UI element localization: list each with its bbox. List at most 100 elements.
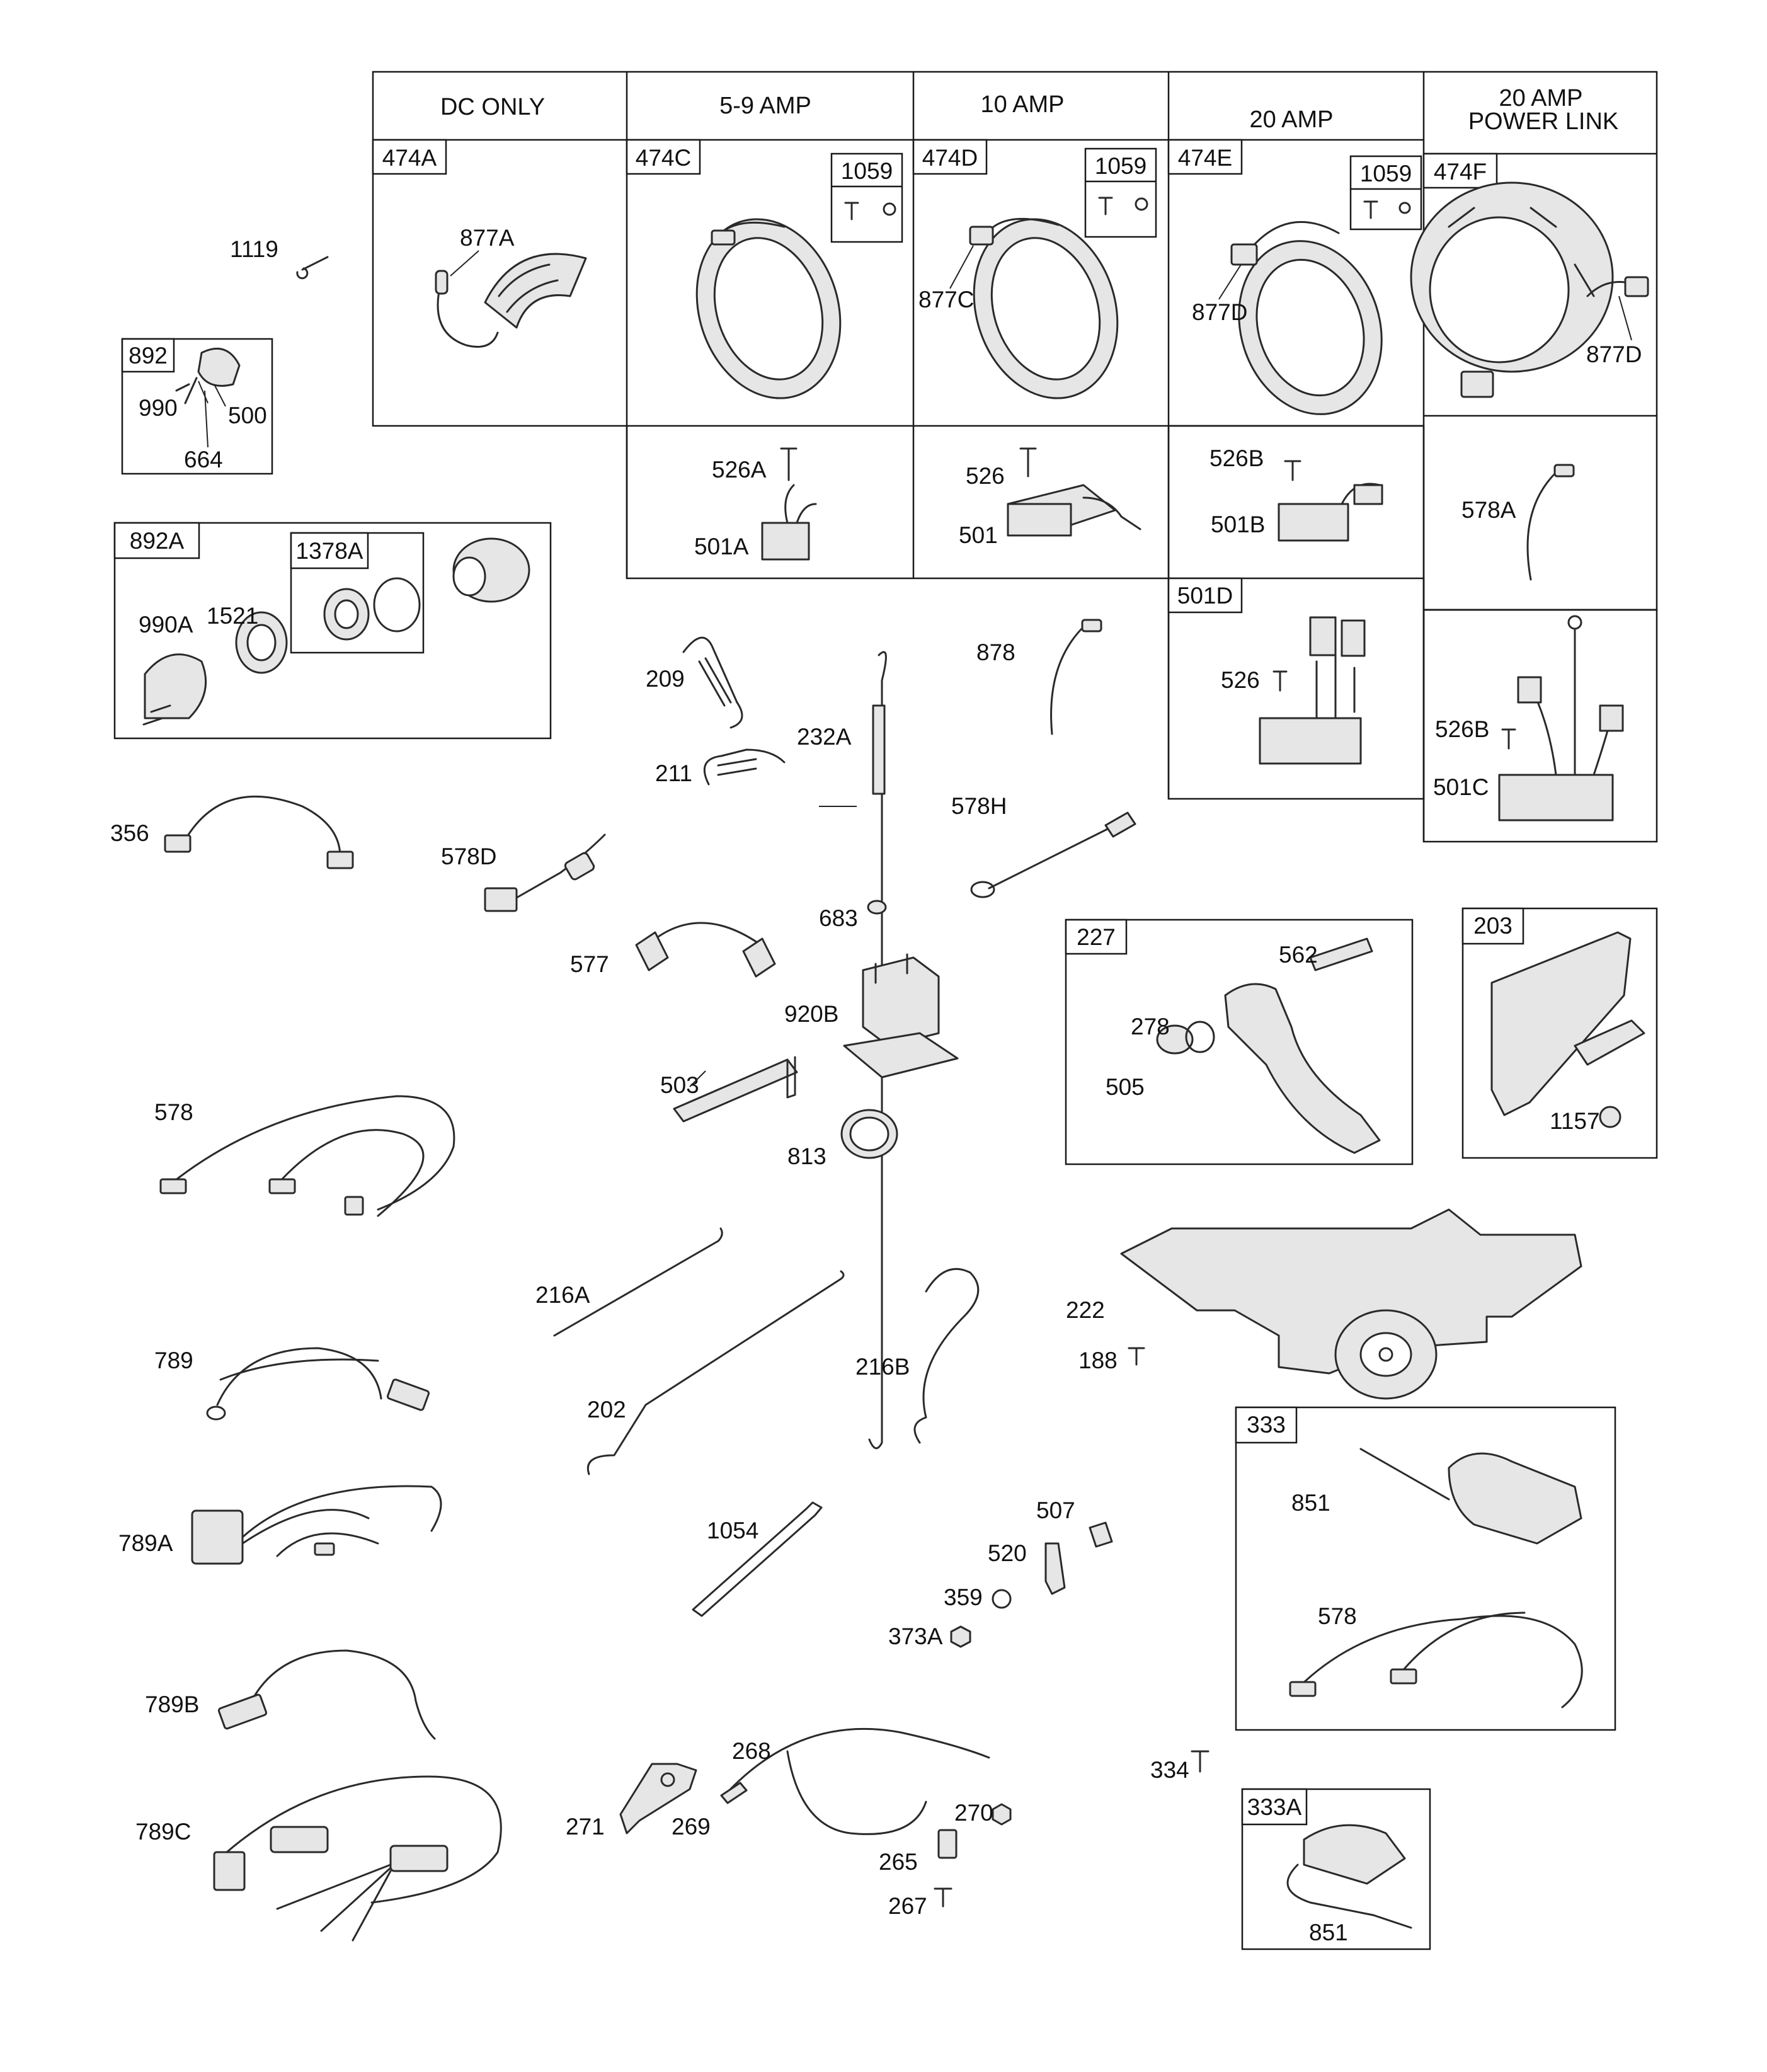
bracket-503-clamp-813	[673, 1056, 898, 1159]
screw-1119	[296, 256, 329, 280]
label-878: 878	[976, 639, 1015, 665]
tab-1059-c: 1059	[1360, 161, 1412, 186]
tab-892a: 892A	[130, 528, 185, 554]
label-990a: 990A	[139, 612, 193, 638]
rods-drawing	[553, 1227, 980, 1475]
label-505: 505	[1106, 1074, 1145, 1100]
label-268: 268	[732, 1738, 771, 1764]
connector-578d	[484, 833, 606, 912]
regulators-drawing	[761, 447, 1575, 581]
label-269: 269	[672, 1814, 711, 1840]
label-267: 267	[888, 1893, 927, 1919]
label-334: 334	[1150, 1757, 1189, 1783]
tab-333: 333	[1247, 1412, 1286, 1438]
regulators-lower-drawing	[1259, 615, 1624, 821]
tab-474e: 474E	[1178, 145, 1232, 171]
label-577: 577	[570, 951, 609, 977]
label-278: 278	[1131, 1014, 1170, 1039]
connector-789a	[191, 1485, 442, 1565]
ignition-switch-892a: 892A 1378A	[113, 522, 552, 740]
label-562: 562	[1279, 942, 1318, 968]
screw-nut-kit-icons	[844, 197, 1411, 220]
harness-578	[159, 1095, 455, 1217]
tab-474d: 474D	[922, 145, 978, 171]
header-5-9-amp: 5-9 AMP	[719, 93, 811, 119]
tab-474a: 474A	[382, 145, 437, 171]
header-20-amp: 20 AMP	[1249, 106, 1333, 133]
key-switch-892: 892	[121, 338, 273, 475]
label-578-coil: 578	[1318, 1603, 1357, 1629]
tie-strap-1054	[692, 1501, 823, 1617]
header-dc-only: DC ONLY	[440, 94, 545, 120]
springs-drawing	[682, 619, 1102, 1450]
label-232a: 232A	[797, 724, 852, 750]
table-tabs: 474A 474C 474D 474E 474F 501D 1059 1059 …	[372, 139, 1498, 614]
label-789c: 789C	[135, 1819, 191, 1845]
label-789: 789	[154, 1348, 193, 1373]
label-578a: 578A	[1461, 497, 1516, 523]
label-359: 359	[944, 1584, 983, 1610]
cable-577	[635, 922, 776, 978]
bracket-assembly-227: 227	[1065, 919, 1414, 1165]
tab-892: 892	[129, 343, 168, 369]
label-216a: 216A	[535, 1282, 590, 1308]
label-578d: 578D	[441, 844, 496, 869]
label-1119: 1119	[230, 236, 278, 262]
alternator-table: DC ONLY 5-9 AMP 10 AMP 20 AMP 20 AMP POW…	[372, 71, 1658, 843]
label-1521: 1521	[207, 603, 258, 629]
tab-1059-a: 1059	[841, 158, 893, 184]
label-265: 265	[879, 1849, 918, 1875]
harness-789c	[213, 1775, 502, 1942]
label-202: 202	[587, 1397, 626, 1422]
label-501a: 501A	[694, 534, 749, 559]
hardware-cluster	[950, 1521, 1113, 1648]
label-526b-2: 526B	[1435, 716, 1489, 742]
label-526a: 526A	[712, 457, 767, 483]
label-851-a: 851	[1291, 1490, 1330, 1516]
throttle-cable	[619, 1727, 1012, 1908]
tab-474c: 474C	[636, 145, 691, 171]
header-20-amp-power-link-line2: POWER LINK	[1468, 108, 1619, 135]
label-503: 503	[660, 1072, 699, 1098]
label-526: 526	[966, 463, 1005, 489]
tab-203: 203	[1473, 913, 1513, 939]
label-877a: 877A	[460, 225, 515, 251]
label-578h: 578H	[951, 793, 1007, 819]
label-501b: 501B	[1211, 512, 1265, 537]
label-813: 813	[787, 1143, 826, 1169]
tab-227: 227	[1077, 924, 1116, 950]
ignition-coil-333a: 333A	[1241, 1788, 1431, 1950]
label-526-lower: 526	[1221, 667, 1260, 693]
label-501: 501	[959, 522, 998, 548]
label-356: 356	[110, 820, 149, 846]
wire-356	[164, 795, 354, 869]
label-270: 270	[954, 1800, 993, 1826]
label-188: 188	[1078, 1348, 1118, 1373]
wire-789	[206, 1347, 430, 1421]
label-990: 990	[139, 395, 178, 421]
label-271: 271	[566, 1814, 605, 1840]
header-20-amp-power-link-line1: 20 AMP	[1499, 85, 1582, 112]
label-211: 211	[655, 760, 692, 786]
tab-333a: 333A	[1247, 1794, 1302, 1820]
part-labels: 1119 877A 877C 877D 877D 526A 501A 526 5…	[110, 225, 1642, 1945]
label-920b: 920B	[784, 1001, 838, 1027]
stator-474d-drawing	[969, 217, 1119, 399]
label-664: 664	[184, 447, 223, 472]
stator-474a-drawing	[435, 253, 587, 348]
label-1157: 1157	[1550, 1108, 1600, 1134]
label-216b: 216B	[855, 1354, 910, 1380]
tab-474f: 474F	[1434, 159, 1487, 185]
wire-789b	[217, 1649, 436, 1740]
stator-474f-drawing	[1410, 181, 1649, 398]
label-789a: 789A	[118, 1530, 173, 1556]
ground-wire-578h	[970, 811, 1136, 898]
stator-474c-drawing	[695, 218, 842, 399]
ignition-coil-333: 333	[1235, 1406, 1616, 1731]
label-501c: 501C	[1433, 774, 1489, 800]
control-plate-222	[1120, 1208, 1582, 1400]
label-1054: 1054	[707, 1518, 758, 1543]
label-520: 520	[988, 1540, 1027, 1566]
